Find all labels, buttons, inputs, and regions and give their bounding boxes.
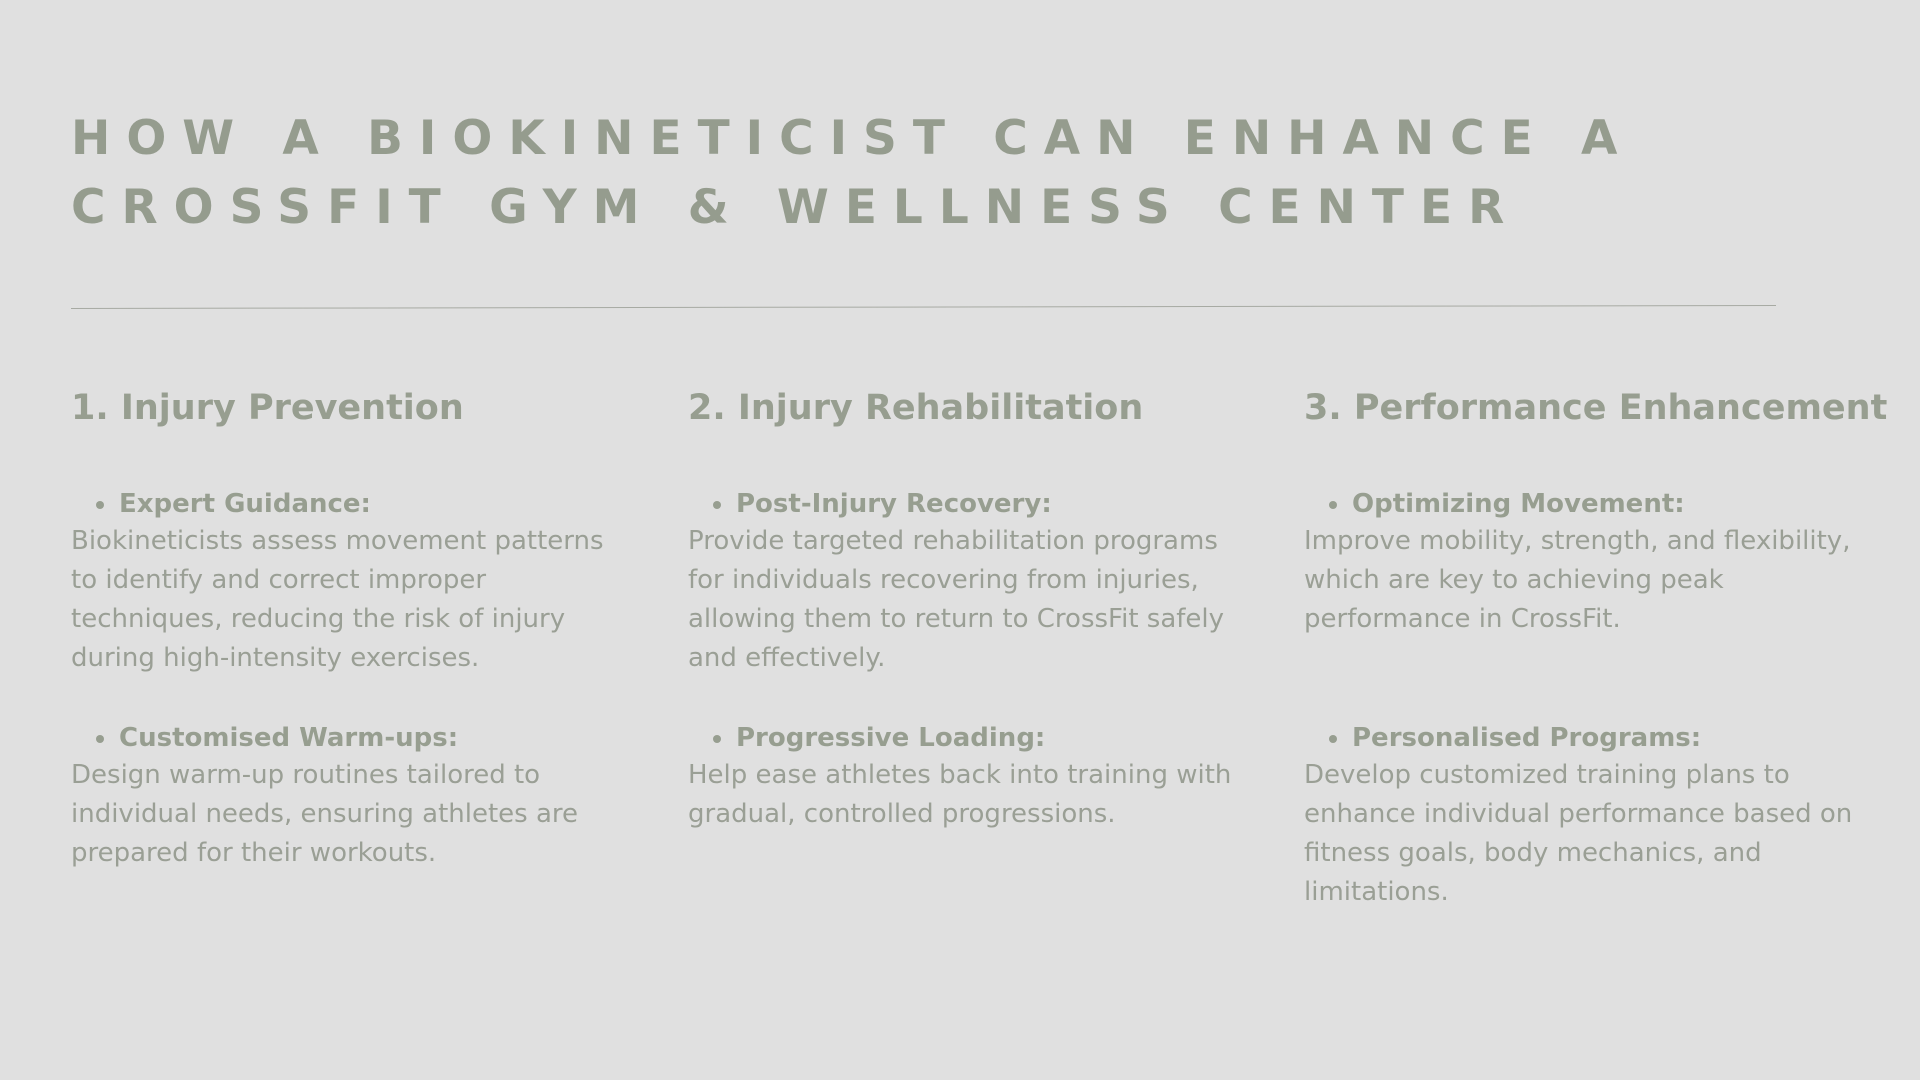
item-description: Provide targeted rehabilitation programs… <box>688 526 1225 673</box>
list-item: Optimizing Movement: Improve mobility, s… <box>1304 486 1894 639</box>
bullet-icon <box>713 735 721 743</box>
list-item: Post-Injury Recovery: Provide targeted r… <box>688 486 1248 678</box>
section-heading: 2. Injury Rehabilitation <box>688 388 1144 428</box>
item-heading: Customised Warm-ups: <box>71 720 631 756</box>
section-heading: 3. Performance Enhancement <box>1304 388 1888 428</box>
title-divider <box>70 305 1776 309</box>
list-item: Personalised Programs: Develop customize… <box>1304 720 1894 912</box>
bullet-icon <box>1329 735 1337 743</box>
item-heading-label: Personalised Programs: <box>1352 723 1702 753</box>
item-description: Help ease athletes back into training wi… <box>688 760 1232 829</box>
item-heading-label: Customised Warm-ups: <box>119 723 459 753</box>
item-heading: Progressive Loading: <box>688 720 1248 756</box>
list-item: Expert Guidance: Biokineticists assess m… <box>71 486 631 678</box>
item-heading: Expert Guidance: <box>71 486 631 522</box>
item-heading-label: Optimizing Movement: <box>1352 489 1685 519</box>
item-heading: Post-Injury Recovery: <box>688 486 1248 522</box>
bullet-icon <box>96 735 104 743</box>
item-description: Improve mobility, strength, and flexibil… <box>1304 526 1851 634</box>
section-injury-prevention: 1. Injury Prevention Expert Guidance: Bi… <box>71 384 631 868</box>
section-heading: 1. Injury Prevention <box>71 388 464 428</box>
item-heading-label: Expert Guidance: <box>119 489 371 519</box>
item-description: Design warm-up routines tailored to indi… <box>71 760 579 868</box>
item-heading-label: Post-Injury Recovery: <box>736 489 1052 519</box>
list-item: Customised Warm-ups: Design warm-up rout… <box>71 720 631 873</box>
page-title-line-2: CROSSFIT GYM & WELLNESS CENTER <box>71 180 1521 235</box>
item-description: Biokineticists assess movement patterns … <box>71 526 604 673</box>
item-heading: Personalised Programs: <box>1304 720 1894 756</box>
list-item: Progressive Loading: Help ease athletes … <box>688 720 1248 834</box>
section-performance-enhancement: 3. Performance Enhancement Optimizing Mo… <box>1304 384 1894 907</box>
bullet-icon <box>1329 501 1337 509</box>
page-title-line-1: HOW A BIOKINETICIST CAN ENHANCE A <box>71 111 1634 166</box>
item-heading-label: Progressive Loading: <box>736 723 1046 753</box>
bullet-icon <box>713 501 721 509</box>
item-heading: Optimizing Movement: <box>1304 486 1894 522</box>
section-injury-rehabilitation: 2. Injury Rehabilitation Post-Injury Rec… <box>688 384 1248 829</box>
item-description: Develop customized training plans to enh… <box>1304 760 1853 907</box>
page-title: HOW A BIOKINETICIST CAN ENHANCE A CROSSF… <box>71 104 1634 242</box>
bullet-icon <box>96 501 104 509</box>
